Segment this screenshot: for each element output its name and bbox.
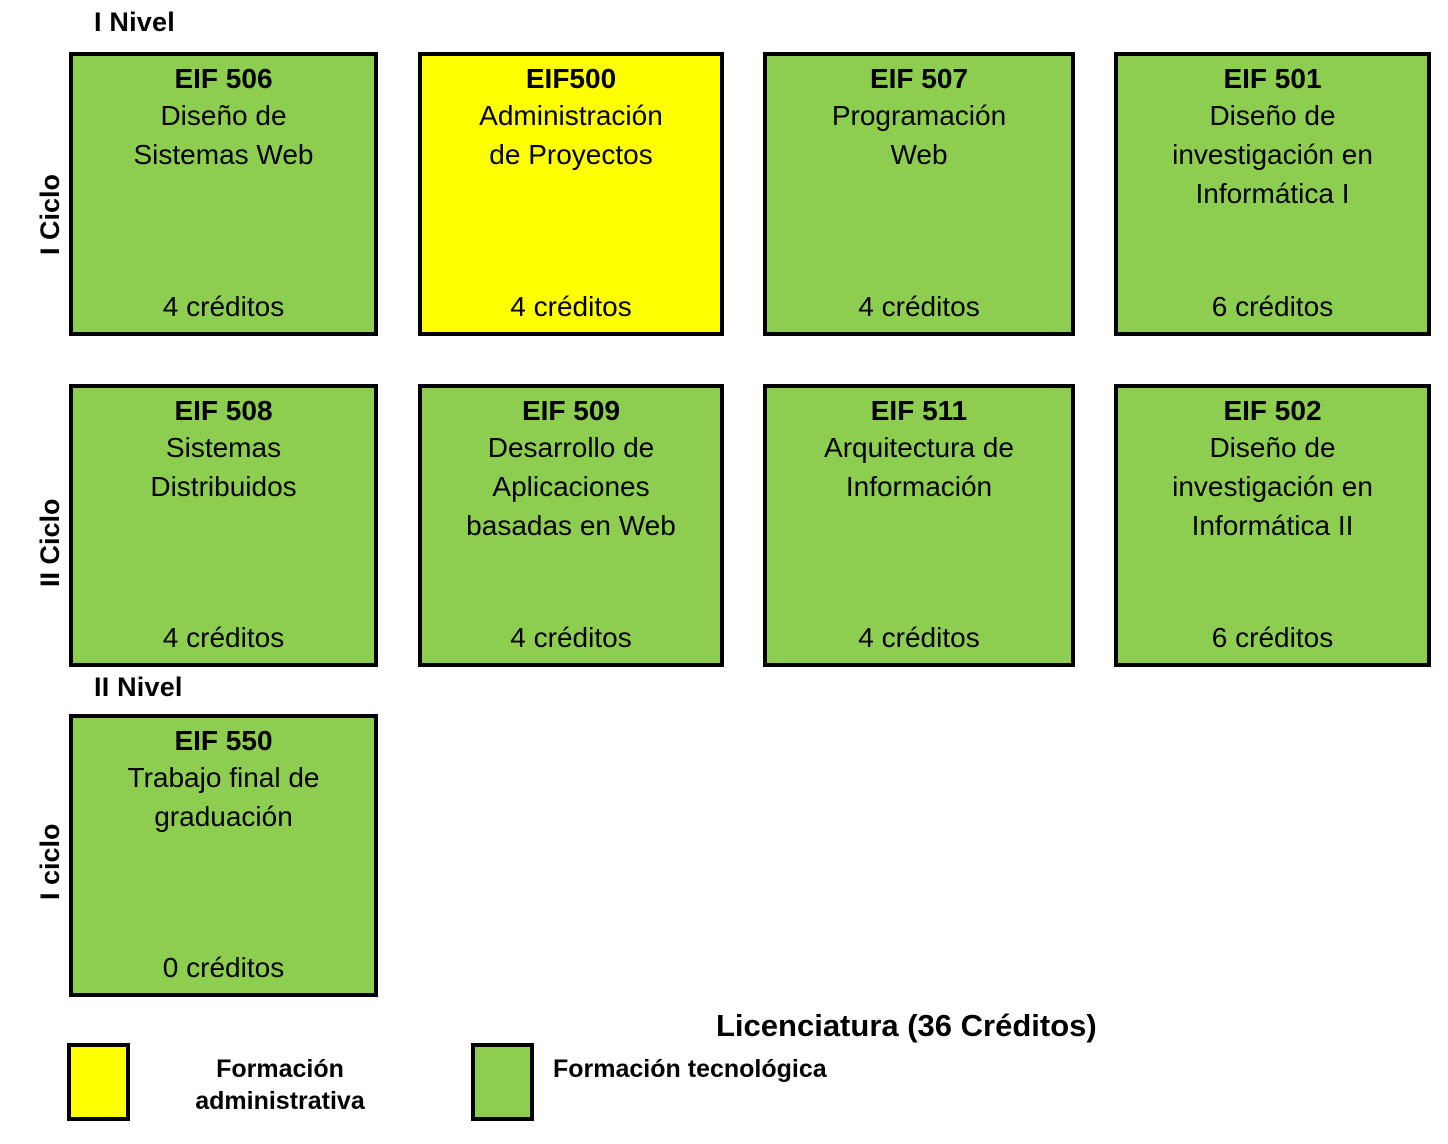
course-name-line: Trabajo final de <box>127 762 320 793</box>
course-name-line: Programación <box>831 100 1007 131</box>
course-name: Arquitectura de Información <box>767 428 1071 506</box>
course-code: EIF 502 <box>1223 395 1322 426</box>
course-code: EIF 501 <box>1223 63 1322 94</box>
program-title: Licenciatura (36 Créditos) <box>716 1008 1097 1043</box>
course-name: Diseño de investigación en Informática I… <box>1118 428 1427 545</box>
course-credits: 4 créditos <box>162 291 285 322</box>
level-heading-i-nivel: I Nivel <box>94 7 175 37</box>
legend-swatch-formacion-administrativa <box>67 1043 130 1121</box>
course-box-eif-509[interactable]: EIF 509 Desarrollo de Aplicaciones basad… <box>418 384 724 667</box>
cycle-label-i-ciclo-nivel-2: I ciclo <box>35 823 65 900</box>
course-name-line: Desarrollo de <box>487 432 655 463</box>
course-name: Administración de Proyectos <box>422 96 720 174</box>
course-name-line: Diseño de <box>1209 432 1336 463</box>
course-box-eif-507[interactable]: EIF 507 Programación Web 4 créditos <box>763 52 1075 336</box>
course-name-line: Sistemas <box>165 432 282 463</box>
course-name: Diseño de Sistemas Web <box>73 96 374 174</box>
course-credits: 4 créditos <box>510 291 632 322</box>
course-credits: 4 créditos <box>510 622 632 653</box>
course-name: Sistemas Distribuidos <box>73 428 374 506</box>
course-name-line: Distribuidos <box>150 471 297 502</box>
course-code: EIF 509 <box>521 395 621 426</box>
course-name-line: Informática I <box>1195 178 1350 209</box>
course-code: EIF 550 <box>174 725 273 756</box>
legend-swatch-formacion-tecnologica <box>471 1043 534 1121</box>
course-name-line: graduación <box>154 801 293 832</box>
course-box-eif-501[interactable]: EIF 501 Diseño de investigación en Infor… <box>1114 52 1431 336</box>
course-name: Desarrollo de Aplicaciones basadas en We… <box>422 428 720 545</box>
course-credits: 4 créditos <box>858 622 980 653</box>
course-name: Trabajo final de graduación <box>73 758 374 836</box>
course-code: EIF 506 <box>174 63 273 94</box>
course-name-line: Web <box>890 139 948 170</box>
cycle-label-ii-ciclo: II Ciclo <box>35 498 65 587</box>
course-code: EIF500 <box>525 63 617 94</box>
course-name-line: Arquitectura de <box>824 432 1014 463</box>
course-credits: 6 créditos <box>1211 291 1334 322</box>
level-heading-ii-nivel: II Nivel <box>94 672 183 702</box>
course-code: EIF 507 <box>869 63 969 94</box>
course-name-line: investigación en <box>1172 139 1373 170</box>
course-name-line: Diseño de <box>1209 100 1336 131</box>
course-name-line: basadas en Web <box>466 510 676 541</box>
course-credits: 4 créditos <box>858 291 980 322</box>
course-name-line: Diseño de <box>160 100 287 131</box>
course-name-line: Administración <box>479 100 663 131</box>
cycle-label-i-ciclo: I Ciclo <box>35 173 65 255</box>
legend-label-formacion-tecnologica: Formación tecnológica <box>553 1055 827 1083</box>
course-box-eif-550[interactable]: EIF 550 Trabajo final de graduación 0 cr… <box>69 714 378 997</box>
course-name-line: investigación en <box>1172 471 1373 502</box>
course-name-line: Información <box>845 471 993 502</box>
legend-label-formacion-administrativa: Formación administrativa <box>195 1055 365 1115</box>
course-name-line: Sistemas Web <box>133 139 314 170</box>
course-name-line: Informática II <box>1191 510 1354 541</box>
course-code: EIF 511 <box>870 395 968 426</box>
course-box-eif-511[interactable]: EIF 511 Arquitectura de Información 4 cr… <box>763 384 1075 667</box>
course-credits: 4 créditos <box>162 622 285 653</box>
course-name-line: de Proyectos <box>489 139 653 170</box>
course-box-eif-506[interactable]: EIF 506 Diseño de Sistemas Web 4 crédito… <box>69 52 378 336</box>
course-box-eif-502[interactable]: EIF 502 Diseño de investigación en Infor… <box>1114 384 1431 667</box>
course-credits: 0 créditos <box>162 952 285 983</box>
course-name-line: Aplicaciones <box>492 471 650 502</box>
course-box-eif-508[interactable]: EIF 508 Sistemas Distribuidos 4 créditos <box>69 384 378 667</box>
course-credits: 6 créditos <box>1211 622 1334 653</box>
course-code: EIF 508 <box>174 395 273 426</box>
course-box-eif500[interactable]: EIF500 Administración de Proyectos 4 cré… <box>418 52 724 336</box>
course-name: Diseño de investigación en Informática I <box>1118 96 1427 213</box>
course-name: Programación Web <box>767 96 1071 174</box>
